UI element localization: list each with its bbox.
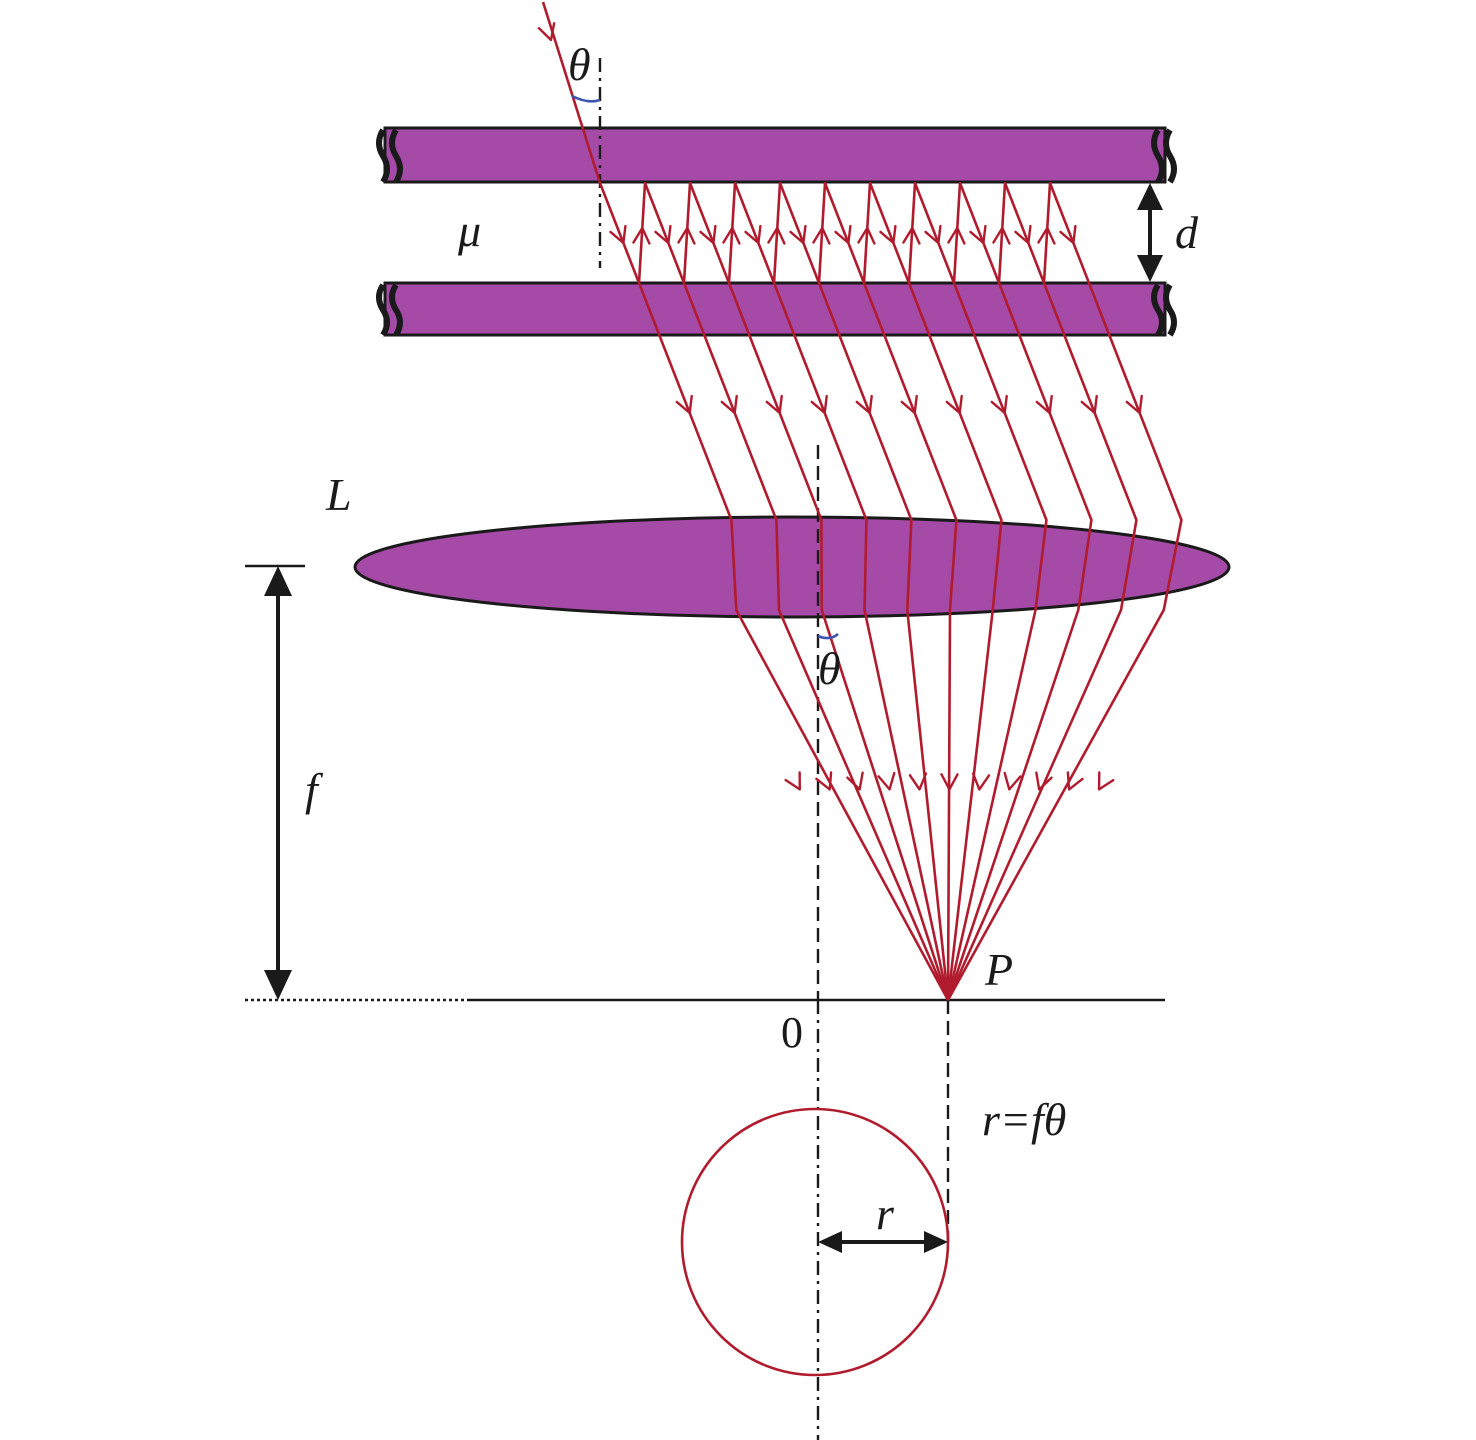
reflect-down-arrow [1059, 224, 1077, 245]
theta-top-label: θ [568, 39, 591, 90]
converging-ray-arrow [1003, 771, 1022, 791]
parallel-ray-arrow [810, 394, 828, 415]
reflect-down-arrow [609, 224, 627, 245]
reflect-down-arrow [699, 224, 717, 245]
theta-lens-label: θ [818, 643, 841, 694]
plate-break-marks [376, 128, 1177, 337]
converging-ray-arrow [1035, 771, 1053, 791]
ray-bundle [537, 1, 1183, 1001]
converging-ray-arrow [877, 771, 896, 791]
transmitted-ray [946, 282, 1093, 1001]
parallel-ray-arrow [990, 394, 1008, 415]
f-dimension-arrow [245, 564, 305, 1000]
theta-arc-lens [817, 632, 839, 640]
converging-ray-arrow [846, 771, 864, 791]
transmitted-ray [772, 282, 950, 1001]
parallel-ray-arrow [855, 394, 873, 415]
parallel-ray-arrow [720, 394, 738, 415]
converging-ray-arrow [1097, 771, 1115, 791]
converging-ray-arrow [815, 771, 833, 791]
theta-arc-top [571, 94, 601, 103]
transmitted-ray [946, 282, 1138, 1001]
converging-ray-arrow [1066, 771, 1084, 791]
transmitted-ray [946, 282, 1048, 1001]
reflect-down-arrow [879, 224, 897, 245]
f-label: f [305, 764, 324, 815]
transmitted-ray [862, 282, 958, 1001]
incident-arrow [537, 22, 556, 42]
lower-plate [383, 281, 1167, 337]
reflect-down-arrow [924, 224, 942, 245]
converging-ray-arrow [940, 773, 959, 791]
reflect-down-arrow [834, 224, 852, 245]
transmitted-ray [946, 282, 1183, 1001]
converging-ray-arrow [971, 772, 991, 791]
parallel-ray-arrow [1125, 394, 1143, 415]
d-dimension-arrow [1137, 183, 1163, 282]
transmitted-ray [727, 282, 950, 1001]
origin-label: 0 [781, 1008, 803, 1057]
lens [353, 515, 1231, 619]
mu-label: μ [457, 205, 481, 256]
r-label: r [876, 1188, 895, 1239]
parallel-ray-arrow [900, 394, 918, 415]
relation-label: r=fθ [982, 1094, 1066, 1145]
converging-ray-arrow [784, 771, 801, 791]
transmitted-ray [817, 282, 950, 1001]
r-dimension-arrow [818, 1231, 948, 1253]
d-label: d [1175, 207, 1199, 258]
parallel-ray-arrow [675, 394, 693, 415]
transmitted-ray [637, 282, 950, 1001]
multiple-reflections [598, 181, 1091, 285]
reflect-down-arrow [1014, 224, 1032, 245]
parallel-ray-arrow [1035, 394, 1053, 415]
parallel-ray-arrow [1080, 394, 1098, 415]
transmitted-ray [907, 282, 1003, 1001]
reflect-down-arrow [789, 224, 807, 245]
converging-ray-arrow [908, 772, 928, 791]
transmitted-ray [682, 282, 950, 1001]
reflect-down-arrow [744, 224, 762, 245]
p-label: P [984, 944, 1013, 995]
reflect-down-arrow [969, 224, 987, 245]
reflect-down-arrow [654, 224, 672, 245]
lens-label: L [325, 469, 352, 520]
parallel-ray-arrow [945, 394, 963, 415]
etalon [376, 126, 1177, 337]
upper-plate [383, 126, 1167, 184]
parallel-ray-arrow [765, 394, 783, 415]
